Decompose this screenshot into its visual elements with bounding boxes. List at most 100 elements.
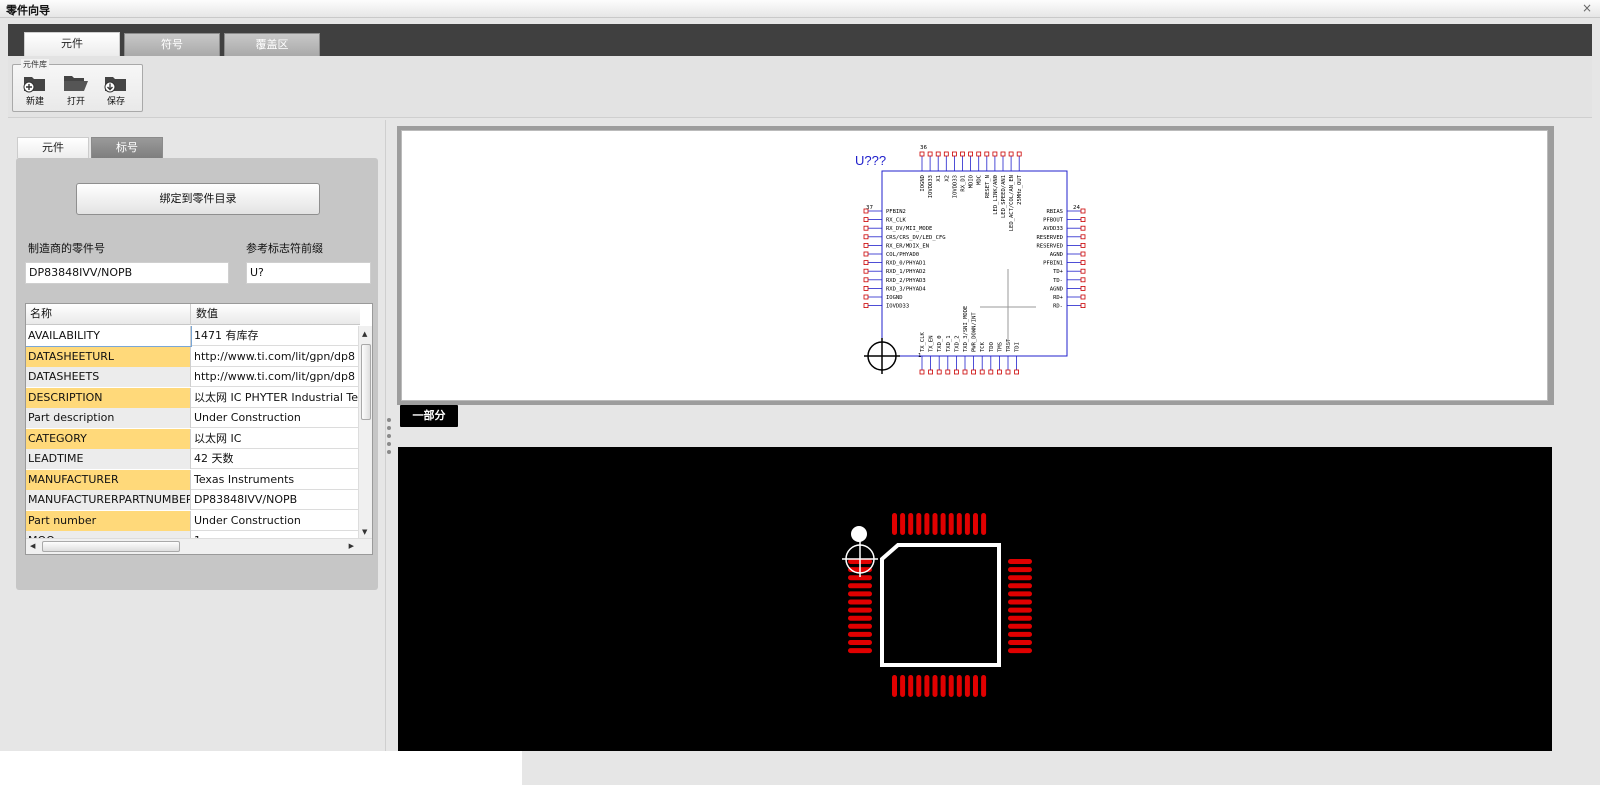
save-button-label: 保存 (106, 97, 125, 107)
horizontal-scroll-thumb[interactable] (42, 541, 180, 552)
pad (848, 583, 872, 589)
pin-name: IOVDD33 (886, 304, 909, 310)
property-value-cell[interactable]: 以太网 IC (194, 431, 242, 445)
property-value-cell[interactable]: Texas Instruments (194, 472, 295, 486)
pin-name: RX_CLK (886, 218, 907, 224)
property-value-cell[interactable]: 42 天数 (194, 452, 234, 465)
pad (916, 675, 922, 697)
tab-footprint[interactable]: 覆盖区 (224, 33, 320, 56)
pin-name: TRST (1006, 338, 1012, 352)
pin-name: IOVDD33 (928, 175, 934, 198)
property-name-cell[interactable]: Part number (26, 510, 191, 531)
vertical-scroll-thumb[interactable] (361, 344, 371, 420)
value-column-header[interactable]: 数值 (196, 307, 218, 320)
property-name-cell[interactable]: DATASHEETS (26, 367, 191, 387)
tab-component[interactable]: 元件 (24, 32, 120, 56)
pin-name: IOGND (920, 175, 926, 192)
scroll-right-icon[interactable]: ▶ (348, 542, 354, 550)
pane-splitter[interactable] (386, 418, 392, 462)
scroll-left-icon[interactable]: ◀ (30, 542, 36, 550)
save-folder-icon (104, 77, 126, 93)
corner-pin-number: 1 (918, 353, 922, 359)
pin-end (1016, 151, 1022, 157)
pin-end (1080, 243, 1086, 248)
property-name-cell[interactable]: CATEGORY (26, 428, 191, 449)
pin-end (863, 303, 869, 309)
property-name-cell[interactable]: MANUFACTURERPARTNUMBER (26, 490, 191, 510)
pad (848, 640, 872, 645)
pin-name: TXD_0 (937, 335, 943, 352)
property-value-cell[interactable]: http://www.ti.com/lit/gpn/dp8 (194, 349, 355, 363)
pin-end (954, 369, 959, 375)
property-value-cell[interactable]: 1471 有库存 (194, 329, 259, 342)
bind-to-catalog-button[interactable]: 绑定到零件目录 (76, 183, 320, 215)
name-column-header[interactable]: 名称 (26, 304, 191, 325)
pin-name: RXD_1/PHYAD2 (886, 269, 926, 275)
new-button-label: 新建 (25, 97, 44, 107)
pin-end (863, 243, 869, 248)
pad (848, 591, 872, 597)
property-value-cell[interactable]: Under Construction (194, 411, 301, 424)
property-name-cell[interactable]: Part description (26, 408, 191, 428)
mfr-part-input[interactable]: DP83848IVV/NOPB (25, 262, 229, 284)
ref-prefix-input[interactable]: U? (246, 262, 371, 284)
horizontal-scrollbar[interactable]: ◀ ▶ (26, 538, 372, 554)
pin-end (976, 151, 982, 157)
pad (1008, 559, 1032, 564)
new-folder-icon (23, 77, 45, 93)
pin-name: TD- (1053, 278, 1063, 284)
pin-name: RESERVED (1037, 235, 1064, 241)
property-name-cell[interactable]: AVAILABILITY (26, 326, 192, 347)
part-selector-button[interactable]: 一部分 (400, 405, 458, 427)
pad (1008, 623, 1032, 629)
pin-name: LED_SPEED/AN1 (1001, 175, 1007, 218)
main-tab-bar: 元件 符号 覆盖区 (8, 24, 1592, 56)
pin-name: MDC (977, 175, 983, 185)
tab-symbol[interactable]: 符号 (124, 33, 220, 56)
pad (848, 615, 872, 621)
ref-prefix-label: 参考标志符前缀 (246, 242, 323, 255)
pad (848, 607, 872, 613)
corner-pin-number: 36 (920, 145, 927, 151)
property-value-cell[interactable]: DP83848IVV/NOPB (194, 493, 298, 506)
property-value-cell[interactable]: 以太网 IC PHYTER Industrial Te (194, 390, 359, 404)
property-name-cell[interactable]: MANUFACTURER (26, 469, 191, 490)
pad (1008, 599, 1032, 605)
scroll-down-icon[interactable]: ▼ (362, 528, 368, 536)
property-value-cell[interactable]: 1 (192, 531, 360, 538)
open-button[interactable]: 打开 (59, 73, 93, 109)
pad (908, 675, 914, 697)
tab-part[interactable]: 元件 (17, 137, 89, 158)
property-name-cell[interactable]: DESCRIPTION (26, 387, 191, 408)
footprint-canvas[interactable] (398, 447, 1552, 751)
tab-label[interactable]: 标号 (91, 137, 163, 158)
pin-name: 25MHz_OUT (1017, 174, 1023, 204)
pin-end (1000, 151, 1006, 157)
scroll-up-icon[interactable]: ▲ (362, 330, 368, 338)
property-name-cell[interactable]: LEADTIME (26, 449, 191, 469)
property-value-cell[interactable]: Under Construction (194, 513, 301, 527)
pin-end (863, 208, 869, 214)
save-button[interactable]: 保存 (99, 73, 133, 109)
pad (973, 513, 978, 535)
property-name-cell[interactable]: MOQ (26, 531, 191, 538)
new-button[interactable]: 新建 (18, 73, 52, 109)
open-folder-icon (64, 76, 88, 91)
close-icon[interactable]: × (1581, 1, 1592, 15)
property-value-cell[interactable]: http://www.ti.com/lit/gpn/dp8 (194, 370, 355, 383)
vertical-scrollbar[interactable]: ▲ ▼ (358, 326, 372, 538)
table-row[interactable]: MOQ1 (26, 531, 360, 538)
property-name-cell[interactable]: DATASHEETURL (26, 346, 191, 367)
